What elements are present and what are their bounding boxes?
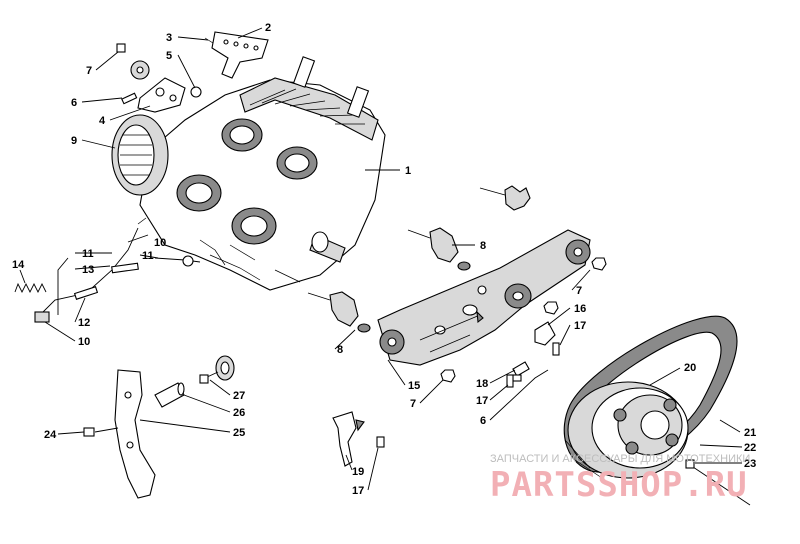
callout-10-lower: 10 bbox=[78, 336, 90, 348]
callout-20: 20 bbox=[684, 362, 696, 374]
callout-18: 18 bbox=[476, 378, 488, 390]
mount-bolt-middle bbox=[407, 227, 471, 271]
leader-lines bbox=[19, 27, 743, 491]
bolt-part-17-a bbox=[552, 342, 560, 356]
drive-clutch bbox=[564, 381, 689, 479]
callout-11-right: 11 bbox=[142, 250, 154, 262]
callout-5: 5 bbox=[166, 50, 172, 62]
throttle-cable-assembly bbox=[34, 217, 201, 323]
engine-mount-plate bbox=[377, 229, 591, 366]
callout-4: 4 bbox=[99, 115, 106, 127]
bracket-plate-part-25 bbox=[114, 369, 156, 499]
callout-14: 14 bbox=[12, 259, 25, 271]
callout-numbers: 1 2 3 4 5 6 6 7 7 7 8 8 9 10 10 11 11 12… bbox=[12, 22, 756, 497]
nut-part-7-mid bbox=[543, 301, 559, 315]
starter-handle bbox=[204, 31, 269, 79]
callout-8-lower: 8 bbox=[337, 344, 343, 356]
pointer-mark bbox=[476, 310, 484, 324]
callout-17-mid: 17 bbox=[476, 395, 488, 407]
clip-part-19 bbox=[332, 411, 385, 467]
callout-26: 26 bbox=[233, 407, 245, 419]
callout-15: 15 bbox=[408, 380, 420, 392]
callout-21: 21 bbox=[744, 427, 756, 439]
callout-19: 19 bbox=[352, 466, 364, 478]
bolt-part-17-b bbox=[506, 374, 514, 388]
callout-23: 23 bbox=[744, 458, 756, 470]
callout-17-right: 17 bbox=[574, 320, 586, 332]
callout-22: 22 bbox=[744, 442, 756, 454]
callout-17-bottom: 17 bbox=[352, 485, 364, 497]
callout-9: 9 bbox=[71, 135, 77, 147]
callout-6-bottom: 6 bbox=[480, 415, 486, 427]
idler-sprocket bbox=[116, 43, 150, 80]
callout-2: 2 bbox=[265, 22, 271, 34]
nut-part-7-right bbox=[591, 257, 607, 271]
intake-port-lower-right bbox=[231, 207, 277, 245]
callout-3: 3 bbox=[166, 32, 172, 44]
callout-8-upper: 8 bbox=[480, 240, 486, 252]
callout-25: 25 bbox=[233, 427, 245, 439]
cable-guide-bracket bbox=[137, 77, 186, 113]
intake-port-upper-left bbox=[221, 118, 263, 152]
callout-13: 13 bbox=[82, 264, 94, 276]
callout-27: 27 bbox=[233, 390, 245, 402]
mount-bolt-lower bbox=[307, 291, 371, 333]
clutch-bolt-part-23 bbox=[685, 459, 751, 506]
rubber-mount-3 bbox=[379, 329, 405, 355]
bushing-part-27 bbox=[199, 355, 235, 384]
spring-part-14 bbox=[14, 282, 47, 294]
callout-7-right: 7 bbox=[576, 285, 582, 297]
callout-24: 24 bbox=[44, 429, 57, 441]
callout-11-left: 11 bbox=[82, 248, 94, 260]
callout-1: 1 bbox=[405, 165, 411, 177]
callout-16: 16 bbox=[574, 303, 586, 315]
watermark-brand: PARTSSHOP.RU bbox=[490, 465, 748, 505]
callout-6-top: 6 bbox=[71, 97, 77, 109]
intake-port-upper-right bbox=[276, 146, 318, 180]
spacer-part-18 bbox=[512, 361, 530, 382]
bolt-part-24 bbox=[83, 427, 119, 437]
intake-port-lower-left bbox=[176, 174, 222, 212]
mount-bolt-upper bbox=[479, 185, 531, 211]
callout-12: 12 bbox=[78, 317, 90, 329]
nut-part-7-low bbox=[440, 369, 456, 383]
rubber-mount-1 bbox=[504, 283, 532, 309]
callout-7-top: 7 bbox=[86, 65, 92, 77]
watermark: ЗАПЧАСТИ И АКСЕССУАРЫ ДЛЯ МОТОТЕХНИКИ PA… bbox=[490, 453, 750, 505]
watermark-tagline: ЗАПЧАСТИ И АКСЕССУАРЫ ДЛЯ МОТОТЕХНИКИ bbox=[490, 453, 750, 465]
nut-part-5 bbox=[190, 86, 202, 98]
spacer-part-26 bbox=[154, 382, 185, 408]
rubber-mount-2 bbox=[565, 239, 591, 265]
callout-10-upper: 10 bbox=[154, 237, 166, 249]
bolt-part-6-top bbox=[121, 92, 138, 105]
engine-assembly bbox=[111, 56, 386, 291]
bracket-part-16 bbox=[534, 321, 556, 346]
callout-7-bottom: 7 bbox=[410, 398, 416, 410]
